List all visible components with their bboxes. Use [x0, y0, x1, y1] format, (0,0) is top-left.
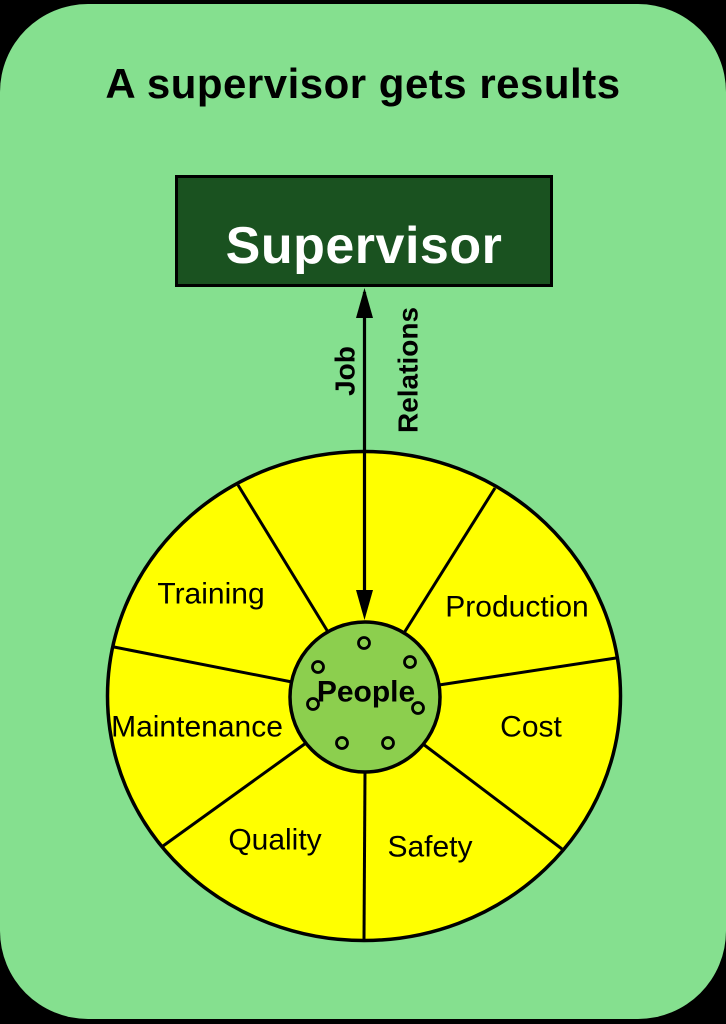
sector-label-training: Training [157, 578, 264, 611]
sector-label-cost: Cost [500, 711, 562, 744]
spoke-bottom [362, 771, 367, 940]
sector-label-safety: Safety [387, 831, 472, 864]
job-label: Job [330, 346, 361, 396]
relations-label: Relations [393, 307, 424, 433]
wheel-spokes [113, 484, 617, 940]
person-dots [306, 636, 425, 750]
sector-label-production: Production [445, 591, 588, 624]
people-label: People [317, 676, 415, 709]
person-dot [381, 736, 395, 750]
person-dot [311, 660, 325, 674]
person-dot [306, 697, 320, 711]
person-dot [357, 636, 371, 650]
person-dot [335, 736, 349, 750]
spoke-upper-left [236, 484, 330, 633]
person-dot [411, 701, 425, 715]
arrow-head-down-icon [356, 590, 373, 620]
arrow-head-up-icon [356, 288, 373, 318]
supervisor-box: Supervisor [175, 175, 553, 287]
spoke-lower-right [422, 742, 563, 851]
page-title: A supervisor gets results [105, 60, 621, 107]
spoke-upper-right [402, 487, 497, 634]
spoke-right [438, 656, 617, 687]
spoke-left [113, 645, 293, 684]
person-dot [403, 655, 417, 669]
supervisor-label: Supervisor [225, 217, 503, 275]
sector-label-quality: Quality [228, 824, 321, 857]
spoke-lower-left [162, 741, 307, 848]
people-hub [288, 620, 442, 774]
job-relations-arrow [356, 288, 373, 620]
sector-label-maintenance: Maintenance [111, 711, 283, 744]
